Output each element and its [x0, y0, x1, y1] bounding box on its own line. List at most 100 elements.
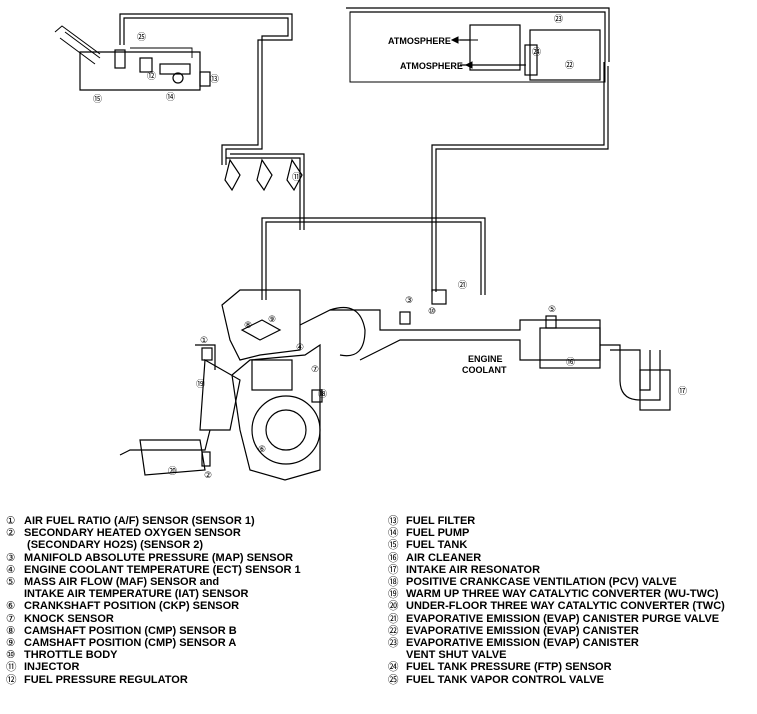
legend-text: FUEL PUMP — [406, 527, 470, 540]
legend-text: EVAPORATIVE EMISSION (EVAP) CANISTER — [406, 624, 639, 637]
canister-outline-box — [346, 7, 610, 62]
legend-text: KNOCK SENSOR — [24, 612, 114, 625]
legend-number — [6, 588, 24, 600]
intake-path — [299, 306, 671, 411]
callout-15: ⑮ — [93, 94, 102, 105]
legend-item: ㉑ EVAPORATIVE EMISSION (EVAP) CANISTER PU… — [388, 613, 725, 625]
callout-23: ㉓ — [554, 14, 563, 25]
legend-number: ⑮ — [388, 539, 399, 552]
fuel-line-to-injectors — [226, 153, 305, 230]
legend-number: ㉒ — [388, 624, 399, 637]
legend-text: MANIFOLD ABSOLUTE PRESSURE (MAP) SENSOR — [24, 551, 294, 564]
callout-1: ① — [200, 336, 208, 346]
legend-text: INTAKE AIR TEMPERATURE (IAT) SENSOR — [24, 588, 249, 601]
legend-number: ⑭ — [388, 527, 399, 540]
engine-coolant-label-1: ENGINE — [468, 354, 503, 364]
legend-text: POSITIVE CRANKCASE VENTILATION (PCV) VAL… — [406, 576, 677, 589]
legend-number: ⑱ — [388, 576, 399, 589]
legend-text: EVAPORATIVE EMISSION (EVAP) CANISTER PUR… — [406, 612, 720, 625]
legend-text: VENT SHUT VALVE — [406, 649, 507, 662]
callout-12: ⑫ — [147, 71, 156, 82]
callout-18: ⑱ — [318, 389, 327, 400]
legend-text: EVAPORATIVE EMISSION (EVAP) CANISTER — [406, 637, 639, 650]
engine — [221, 289, 321, 481]
legend-item: ⑮ FUEL TANK — [388, 539, 725, 551]
callout-11: ⑪ — [292, 172, 301, 183]
legend-text: SECONDARY HEATED OXYGEN SENSOR — [24, 527, 241, 540]
legend-number: ⑳ — [388, 600, 399, 613]
legend-item: ① AIR FUEL RATIO (A/F) SENSOR (SENSOR 1) — [6, 515, 301, 527]
callout-6: ⑥ — [258, 445, 266, 455]
legend-number: ⑲ — [388, 588, 399, 601]
legend-text: CAMSHAFT POSITION (CMP) SENSOR A — [24, 637, 237, 650]
callout-9: ⑨ — [268, 315, 276, 325]
legend-item: (SECONDARY HO2S) (SENSOR 2) — [6, 539, 301, 551]
legend-item: VENT SHUT VALVE — [388, 649, 725, 661]
legend-text: THROTTLE BODY — [24, 649, 118, 662]
atmosphere-label-bottom: ATMOSPHERE — [400, 61, 463, 71]
legend-number: ⑩ — [6, 649, 16, 662]
legend-item: ㉓ EVAPORATIVE EMISSION (EVAP) CANISTER — [388, 637, 725, 649]
legend-number: ㉕ — [388, 673, 399, 686]
legend-number: ⑦ — [6, 612, 16, 625]
af-sensor-1 — [201, 347, 213, 361]
legend-number: ② — [6, 527, 16, 540]
callout-2: ② — [204, 471, 212, 481]
map-sensor — [399, 311, 411, 325]
legend-number — [6, 539, 24, 551]
legend-number: ㉑ — [388, 612, 399, 625]
legend-item: INTAKE AIR TEMPERATURE (IAT) SENSOR — [6, 588, 301, 600]
injectors — [224, 158, 303, 192]
atmosphere-arrows — [450, 36, 526, 69]
legend-number: ③ — [6, 551, 16, 564]
legend-text: INJECTOR — [24, 661, 80, 674]
callout-19: ⑲ — [196, 379, 205, 390]
legend-item: ㉒ EVAPORATIVE EMISSION (EVAP) CANISTER — [388, 625, 725, 637]
atmosphere-label-top: ATMOSPHERE — [388, 36, 451, 46]
legend-number: ⑤ — [6, 576, 16, 589]
legend-number — [388, 649, 406, 661]
vapor-line-tank-to-injectors — [119, 13, 293, 165]
legend-text: MASS AIR FLOW (MAF) SENSOR and — [24, 576, 220, 589]
callout-5: ⑤ — [548, 305, 556, 315]
legend-number: ⑨ — [6, 637, 16, 650]
vapor-line-canister-to-purge — [431, 62, 609, 292]
legend-text: CRANKSHAFT POSITION (CKP) SENSOR — [24, 600, 240, 613]
purge-valve — [431, 289, 447, 305]
legend-text: FUEL TANK — [406, 539, 468, 552]
ho2s-sensor-2 — [201, 451, 211, 467]
callout-21: ㉑ — [458, 280, 467, 291]
callout-13: ⑬ — [210, 74, 219, 85]
legend-text: WARM UP THREE WAY CATALYTIC CONVERTER (W… — [406, 588, 719, 601]
legend-number: ⑧ — [6, 624, 16, 637]
engine-coolant-label-2: COOLANT — [462, 365, 507, 375]
legend-item: ⑦ KNOCK SENSOR — [6, 613, 301, 625]
legend-text: FUEL TANK PRESSURE (FTP) SENSOR — [406, 661, 612, 674]
legend-number: ⑰ — [388, 563, 399, 576]
callout-20: ⑳ — [168, 466, 177, 477]
legend-item: ⑩ THROTTLE BODY — [6, 649, 301, 661]
system-diagram: ATMOSPHERE ATMOSPHERE ENGINE COOLANT ①②③… — [54, 7, 687, 481]
legend-item: ⑱ POSITIVE CRANKCASE VENTILATION (PCV) VA… — [388, 576, 725, 588]
legend-text: (SECONDARY HO2S) (SENSOR 2) — [24, 539, 204, 552]
legend-number: ㉓ — [388, 637, 399, 650]
legend-number: ① — [6, 515, 16, 527]
callout-10: ⑩ — [428, 307, 436, 317]
callout-24: ㉔ — [532, 47, 541, 58]
legend-text: AIR FUEL RATIO (A/F) SENSOR (SENSOR 1) — [24, 515, 255, 527]
legend-item: ③ MANIFOLD ABSOLUTE PRESSURE (MAP) SENSOR — [6, 552, 301, 564]
callout-7: ⑦ — [311, 365, 319, 375]
callout-16: ⑯ — [566, 357, 575, 368]
legend-number: ⑬ — [388, 515, 399, 527]
